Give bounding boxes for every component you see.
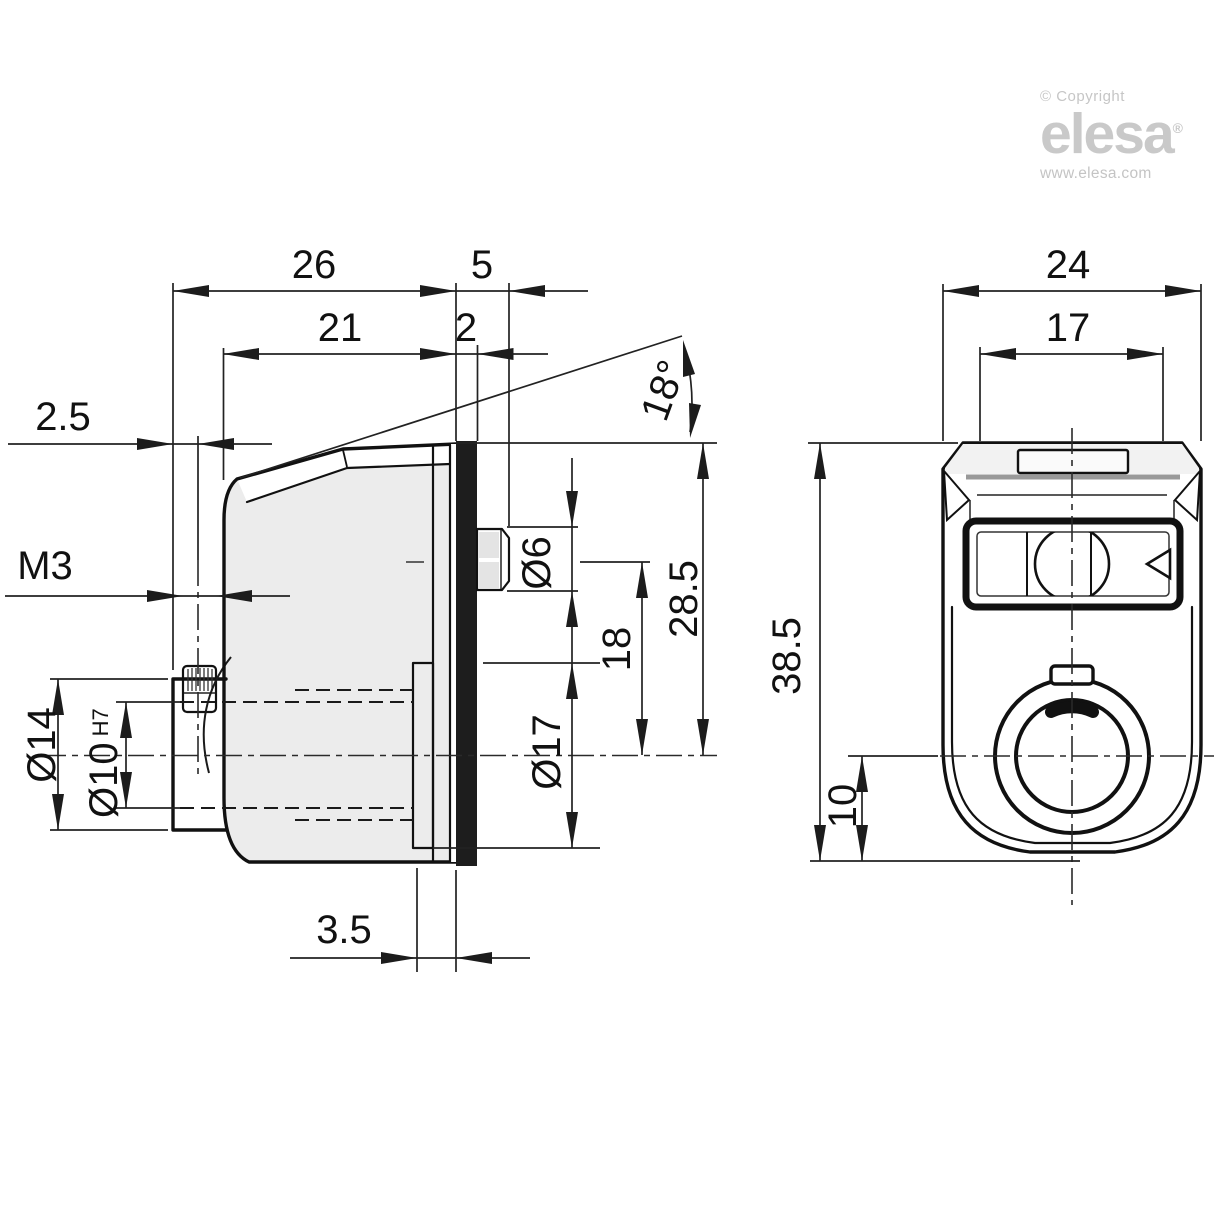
dim-3-5: 3.5 <box>290 908 530 964</box>
dim-screw-offset: 2.5 <box>35 395 91 439</box>
dim-overall-width: 24 <box>1046 243 1091 287</box>
bezel-gap <box>451 444 456 862</box>
hidden-lines <box>180 689 413 821</box>
dim-2-5: 2.5 <box>8 395 272 450</box>
knob-side <box>475 527 511 592</box>
side-dimensions: 26 5 21 2 2.5 <box>5 243 717 972</box>
dim-overall-height: 38.5 <box>765 617 809 695</box>
branding: © Copyright elesa® www.elesa.com <box>1040 88 1200 183</box>
front-body <box>941 441 1203 854</box>
front-dimensions: 24 17 38.5 10 <box>765 243 1202 862</box>
dim-cap-width: 17 <box>1046 306 1091 350</box>
side-view: 26 5 21 2 2.5 <box>5 243 717 972</box>
dim-bushing-dia: Ø14 <box>20 707 64 783</box>
side-body-outline <box>222 442 458 864</box>
side-body-fill <box>224 444 456 862</box>
dim-body-depth: 21 <box>318 306 363 350</box>
pointer-triangle <box>1144 547 1172 581</box>
logo-wordmark: elesa <box>1040 102 1175 166</box>
dim-knob-protrusion: 5 <box>471 243 493 287</box>
elesa-logo: elesa® <box>1040 102 1200 166</box>
dim-axis-height: 10 <box>821 784 865 829</box>
dim-bore-dia: Ø10H7 <box>82 708 126 818</box>
dim-17: 17 <box>980 306 1163 360</box>
chamfer-junction <box>342 449 348 468</box>
dim-38-5: 38.5 <box>765 443 826 861</box>
dim-m3: M3 <box>5 544 290 602</box>
dim-dia14: Ø14 <box>20 679 64 830</box>
dim-set-screw: M3 <box>17 544 73 588</box>
dim-24: 24 <box>943 243 1201 297</box>
dim-drum-dia: Ø17 <box>525 714 569 790</box>
front-view: 24 17 38.5 10 <box>765 243 1214 905</box>
front-extension-lines <box>808 284 1202 862</box>
digit-drum <box>1033 532 1111 596</box>
website-text: www.elesa.com <box>1040 164 1152 182</box>
side-chamfer-inner-line <box>245 462 452 504</box>
cap-window <box>1016 448 1130 475</box>
registered-mark-icon: ® <box>1172 120 1183 136</box>
corner-facet-left <box>942 468 971 523</box>
corner-facet-right <box>1173 468 1202 523</box>
dim-26-and-5: 26 5 <box>173 243 588 297</box>
dim-18: 18 <box>595 562 648 755</box>
lens-strip <box>456 441 477 866</box>
dim-dia10-h7: Ø10H7 <box>82 702 132 818</box>
counter-window <box>962 517 1184 611</box>
dim-total-height: 28.5 <box>662 560 706 638</box>
dim-knob-dia: Ø6 <box>515 536 559 589</box>
front-centerlines <box>940 428 1214 905</box>
dim-10: 10 <box>821 756 868 861</box>
dim-21-and-2: 21 2 <box>223 306 548 360</box>
knurl-hatch <box>187 668 213 691</box>
dim-28-5: 28.5 <box>662 443 709 755</box>
bushing <box>171 677 228 832</box>
dim-dia6-dia17: Ø6 Ø17 <box>515 458 578 848</box>
copyright-text: © Copyright <box>1040 88 1125 105</box>
dim-lens-thickness: 2 <box>455 306 477 350</box>
dim-step-depth: 3.5 <box>316 908 372 952</box>
side-top-chamfer-fill <box>237 444 456 502</box>
dim-knob-axis-dist: 18 <box>595 627 639 672</box>
dim-overall-depth: 26 <box>292 243 337 287</box>
